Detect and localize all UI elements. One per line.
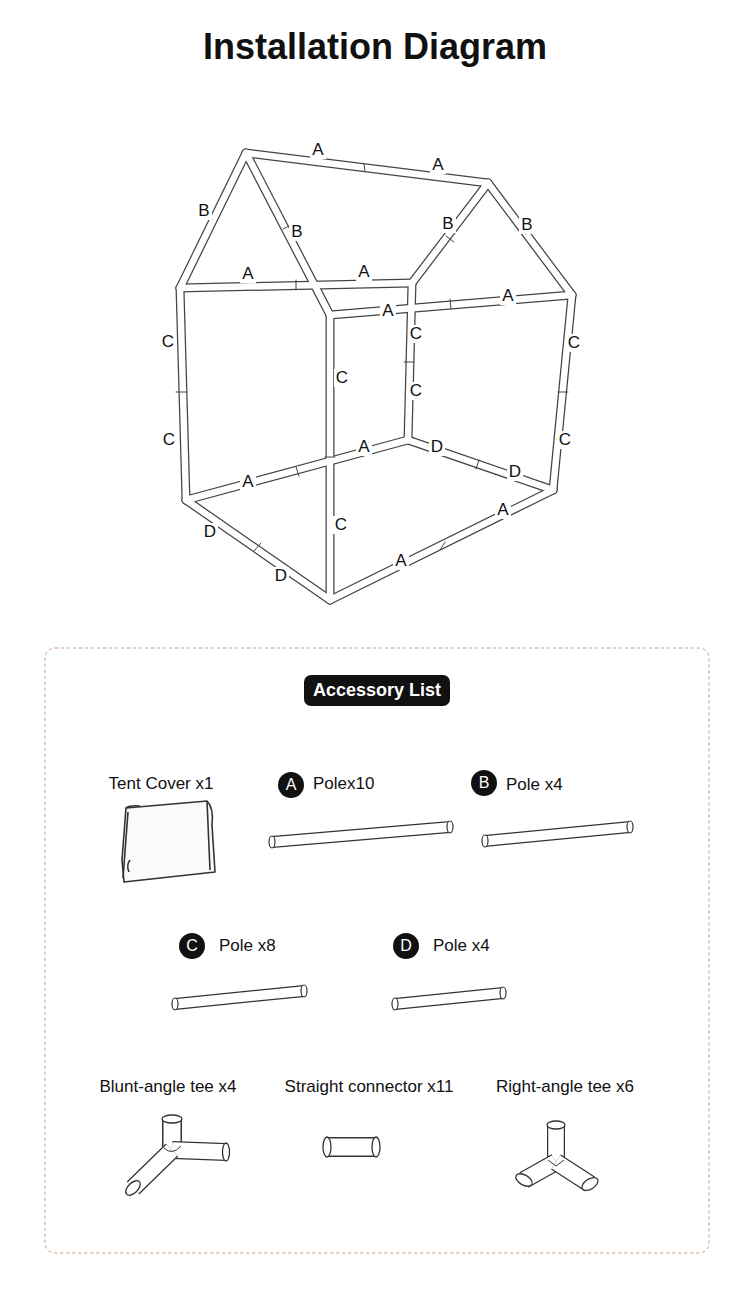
part-letter: A bbox=[430, 156, 445, 175]
part-letter: C bbox=[566, 334, 582, 353]
part-letter: B bbox=[289, 223, 304, 242]
part-letter: C bbox=[334, 369, 350, 388]
part-quantity-label: Tent Cover x1 bbox=[109, 775, 214, 794]
part-letter: A bbox=[393, 552, 408, 571]
blunt-angle-tee bbox=[123, 1115, 229, 1198]
part-letter: B bbox=[519, 216, 534, 235]
accessory-panel bbox=[45, 648, 709, 1253]
section-badge: Accessory List bbox=[304, 675, 450, 706]
part-quantity-label: Polex10 bbox=[313, 775, 374, 794]
page-title: Installation Diagram bbox=[0, 26, 750, 68]
part-quantity-label: Pole x4 bbox=[433, 937, 490, 956]
part-quantity-label: Blunt-angle tee x4 bbox=[99, 1078, 236, 1097]
part-letter: A bbox=[356, 263, 371, 282]
part-letter-circle: C bbox=[179, 933, 205, 959]
part-letter: A bbox=[310, 141, 325, 160]
part-letter: A bbox=[356, 438, 371, 457]
right-angle-tee bbox=[514, 1121, 601, 1193]
part-letter: A bbox=[240, 473, 255, 492]
node-text: C bbox=[186, 937, 198, 955]
part-letter: A bbox=[380, 302, 395, 321]
part-letter: C bbox=[408, 325, 424, 344]
joint-ticks bbox=[176, 164, 568, 551]
part-letter: D bbox=[507, 463, 523, 482]
part-letter: C bbox=[408, 382, 424, 401]
part-letter-circle: B bbox=[471, 770, 497, 796]
part-letter: D bbox=[429, 438, 445, 457]
part-letter-circle: A bbox=[278, 772, 304, 798]
part-quantity-label: Right-angle tee x6 bbox=[496, 1078, 634, 1097]
node-text: Accessory List bbox=[304, 675, 450, 706]
node-text: A bbox=[286, 776, 297, 794]
part-letter: C bbox=[160, 333, 176, 352]
frame bbox=[176, 153, 572, 600]
part-letter: A bbox=[240, 265, 255, 284]
part-letter: C bbox=[333, 516, 349, 535]
part-quantity-label: Straight connector x11 bbox=[285, 1078, 454, 1097]
part-letter-circle: D bbox=[393, 933, 419, 959]
straight-connector bbox=[323, 1137, 380, 1157]
poles bbox=[172, 821, 633, 1010]
part-quantity-label: Pole x8 bbox=[219, 937, 276, 956]
node-text: B bbox=[479, 774, 490, 792]
part-letter: D bbox=[273, 567, 289, 586]
node-text: D bbox=[400, 937, 412, 955]
part-letter: A bbox=[500, 287, 515, 306]
tent-cover bbox=[122, 801, 215, 882]
part-letter: C bbox=[161, 431, 177, 450]
part-letter: A bbox=[495, 501, 510, 520]
part-quantity-label: Pole x4 bbox=[506, 776, 563, 795]
part-letter: B bbox=[440, 215, 455, 234]
part-letter: D bbox=[202, 523, 218, 542]
part-letter: B bbox=[196, 202, 211, 221]
part-letter: C bbox=[557, 431, 573, 450]
